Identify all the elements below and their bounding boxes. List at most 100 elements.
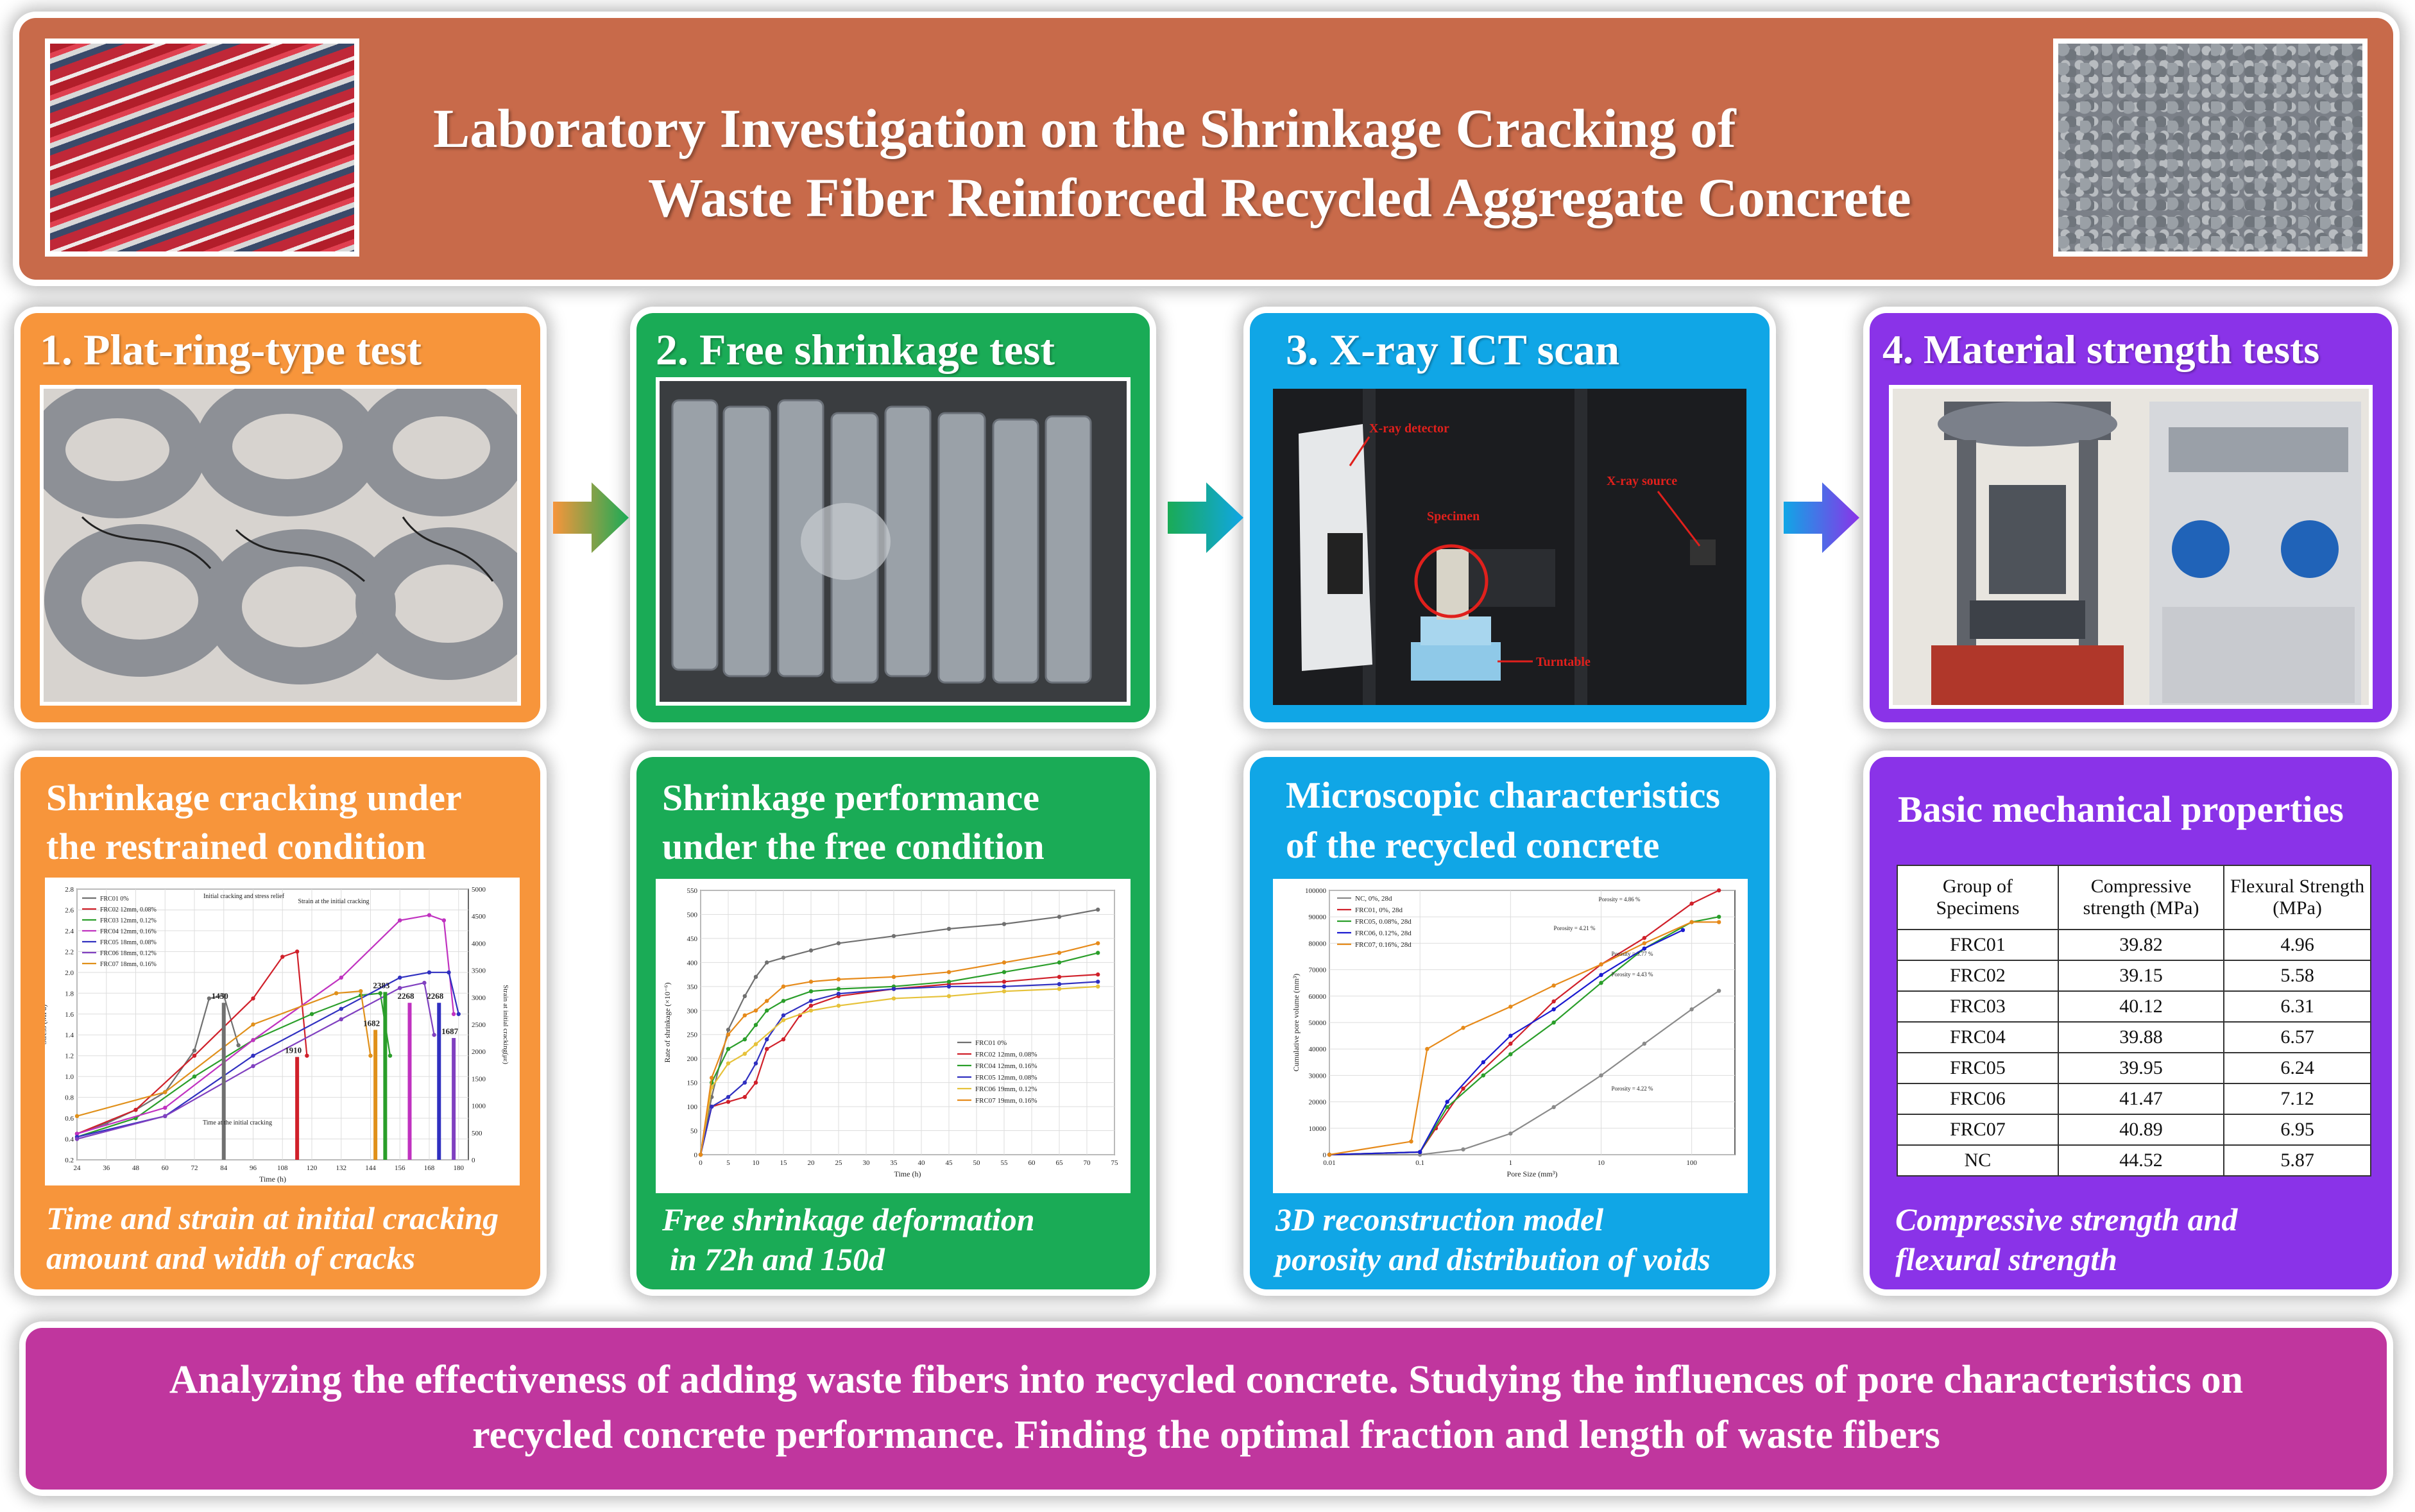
- x-tick-label: 20: [808, 1159, 815, 1167]
- series-line: [76, 992, 391, 1138]
- data-point: [742, 1037, 747, 1042]
- crack-strain-bar: [383, 992, 388, 1160]
- result-1-caption-line1: Time and strain at initial cracking: [46, 1200, 499, 1236]
- data-point: [1716, 915, 1721, 919]
- data-point: [163, 1114, 167, 1119]
- data-point: [765, 960, 769, 965]
- result-2-panel: Shrinkage performance under the free con…: [636, 757, 1150, 1289]
- table-header-compressive: Compressive strength (MPa): [2057, 865, 2225, 930]
- y2-tick-label: 1500: [472, 1075, 486, 1083]
- x-tick-label: 156: [395, 1164, 405, 1172]
- crack-strain-bar: [373, 1030, 378, 1160]
- y-tick-label: 0: [1323, 1151, 1327, 1159]
- result-3-caption-line2: porosity and distribution of voids: [1276, 1241, 1711, 1277]
- data-point: [1716, 888, 1721, 893]
- y-tick-label: 10000: [1309, 1125, 1327, 1133]
- data-point: [781, 999, 786, 1003]
- table-cell-flexural: 6.95: [2223, 1114, 2371, 1146]
- data-point: [808, 980, 814, 984]
- conclusion-banner: Analyzing the effectiveness of adding wa…: [26, 1328, 2387, 1490]
- result-4-title: Basic mechanical properties: [1898, 788, 2344, 830]
- data-point: [1716, 989, 1721, 993]
- data-point: [946, 926, 951, 931]
- data-point: [305, 1053, 309, 1058]
- x-tick-label: 10: [1598, 1159, 1605, 1167]
- crack-strain-label: 2268: [427, 991, 444, 1001]
- data-point: [1599, 962, 1603, 967]
- x-tick-label: 65: [1056, 1159, 1064, 1167]
- data-point: [781, 955, 786, 960]
- table-cell-flexural: 6.31: [2223, 990, 2371, 1023]
- data-point: [1057, 987, 1062, 991]
- data-point: [1445, 1105, 1449, 1110]
- crack-strain-bar: [221, 1003, 226, 1160]
- series-line: [1329, 921, 1720, 1156]
- y-tick-label: 450: [687, 935, 698, 943]
- data-point: [808, 1003, 814, 1008]
- prism-specimens-photo: [656, 377, 1131, 706]
- data-point: [765, 1037, 769, 1042]
- y-tick-label: 2.6: [65, 906, 74, 914]
- result-4-caption-line1: Compressive strength and: [1895, 1202, 2238, 1237]
- porosity-annotation: Porosity = 4.21 %: [1553, 925, 1596, 931]
- data-point: [339, 1007, 343, 1011]
- data-point: [1551, 999, 1556, 1004]
- x-axis-label: Time (h): [259, 1175, 286, 1184]
- series-line: [76, 990, 371, 1117]
- annotation-time-initial: Time at the initial cracking: [203, 1119, 272, 1126]
- data-point: [1599, 973, 1603, 978]
- x-tick-label: 0.1: [1415, 1159, 1424, 1167]
- table-cell-group: FRC06: [1897, 1083, 2059, 1115]
- plot-frame: [700, 890, 1115, 1155]
- table-cell-group: NC: [1897, 1144, 2059, 1176]
- porosity-annotation: Porosity = 4.86 %: [1598, 896, 1641, 903]
- x-tick-label: 132: [336, 1164, 347, 1172]
- data-point: [221, 993, 226, 998]
- x-tick-label: 30: [863, 1159, 871, 1167]
- x-axis-label: Pore Size (mm³): [1507, 1169, 1558, 1178]
- data-point: [1002, 960, 1007, 965]
- data-point: [765, 1047, 769, 1051]
- y2-tick-label: 0: [472, 1157, 475, 1164]
- table-cell-compressive: 44.52: [2057, 1144, 2225, 1176]
- y2-axis-label: Strain at initial cracking(με): [502, 985, 509, 1064]
- data-point: [1551, 1020, 1556, 1025]
- x-tick-label: 72: [191, 1164, 198, 1172]
- data-point: [1642, 935, 1647, 940]
- data-point: [753, 1008, 758, 1013]
- porosity-annotation: Porosity = 3.77 %: [1611, 951, 1653, 957]
- data-point: [726, 1047, 731, 1051]
- data-point: [1002, 984, 1007, 989]
- x-tick-label: 60: [162, 1164, 169, 1172]
- step-4-panel: 4. Material strength tests: [1870, 313, 2392, 722]
- x-tick-label: 48: [132, 1164, 140, 1172]
- y-tick-label: 80000: [1309, 940, 1327, 947]
- turntable-label: Turntable: [1536, 655, 1591, 669]
- data-point: [1689, 901, 1694, 906]
- x-tick-label: 1: [1509, 1159, 1513, 1167]
- arrow-2-to-3-icon: [1168, 482, 1243, 553]
- x-tick-label: 100: [1686, 1159, 1697, 1167]
- data-point: [163, 1105, 167, 1110]
- x-tick-label: 108: [277, 1164, 288, 1172]
- step-4-title: 4. Material strength tests: [1882, 327, 2320, 372]
- data-point: [710, 1075, 714, 1080]
- arrow-3-to-4-icon: [1784, 482, 1859, 553]
- data-point: [1642, 941, 1647, 946]
- series-line: [699, 974, 1098, 1155]
- data-point: [1551, 983, 1556, 988]
- table-cell-compressive: 40.89: [2057, 1114, 2225, 1146]
- series-line: [76, 981, 435, 1140]
- y-axis-label: Rate of shrinkage (×10⁻⁶): [663, 983, 672, 1063]
- data-point: [946, 994, 951, 998]
- y-tick-label: 90000: [1309, 913, 1327, 921]
- title-line-1: Laboratory Investigation on the Shrinkag…: [433, 98, 1736, 159]
- data-point: [1642, 946, 1647, 951]
- data-point: [1689, 920, 1694, 924]
- series-line: [1329, 916, 1720, 1156]
- y-tick-label: 200: [687, 1055, 698, 1063]
- recycled-aggregate-photo: [2053, 38, 2368, 257]
- y2-tick-label: 4000: [472, 940, 486, 947]
